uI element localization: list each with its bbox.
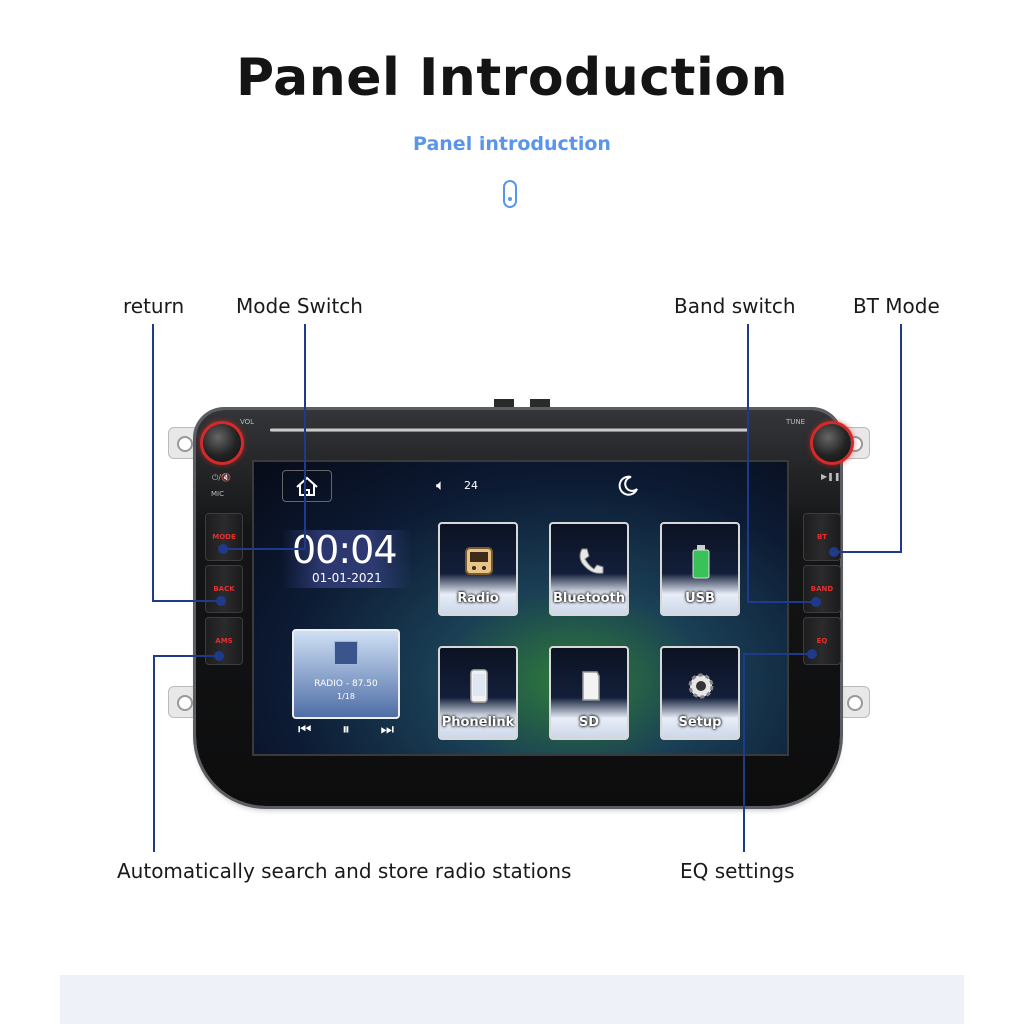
next-icon[interactable]: ⏭ (380, 720, 394, 738)
leader-dot-band (811, 597, 821, 607)
back-button[interactable]: BACK (205, 565, 243, 613)
app-label-phonelink: Phonelink (441, 715, 515, 730)
callout-bt-mode: BT Mode (853, 294, 940, 318)
app-tile-setup[interactable]: Setup (660, 646, 740, 740)
app-label-usb: USB (685, 591, 715, 606)
media-track: 1/18 (337, 692, 355, 701)
leader-line-mode-switch (223, 324, 306, 550)
app-tile-sd[interactable]: SD (549, 646, 629, 740)
media-title: RADIO - 87.50 (314, 679, 378, 689)
usb-battery-icon (692, 545, 710, 579)
sd-card-icon (582, 671, 600, 701)
home-button[interactable] (282, 470, 332, 502)
app-tile-radio[interactable]: Radio (438, 522, 518, 616)
media-controls: ⏮ ⏸ ⏭ (298, 720, 394, 738)
speaker-icon[interactable]: 🔈︎ (436, 476, 446, 494)
page-title: Panel Introduction (235, 48, 789, 108)
callout-mode-switch: Mode Switch (236, 294, 363, 318)
leader-line-bt-mode (834, 324, 902, 553)
leader-dot-back (216, 596, 226, 606)
bottom-background-strip (60, 975, 964, 1024)
mounting-ear-bottom-right (838, 686, 870, 718)
callout-auto-search: Automatically search and store radio sta… (117, 859, 572, 883)
leader-dot-ams (214, 651, 224, 661)
band-button[interactable]: BAND (803, 565, 841, 613)
tune-label: TUNE (786, 418, 806, 426)
leader-line-auto-search (153, 655, 219, 852)
moon-icon[interactable] (616, 474, 640, 498)
leader-line-return (152, 324, 221, 602)
touch-screen: 🔈︎ 24 00:04 01-01-2021 RADIO - 87.50 1/1… (252, 460, 789, 756)
mounting-ear-top-left (168, 427, 200, 459)
app-label-sd: SD (578, 715, 600, 730)
app-label-setup: Setup (678, 715, 722, 730)
clock-widget[interactable] (282, 530, 412, 588)
radio-art-icon (334, 641, 358, 665)
previous-icon[interactable]: ⏮ (298, 720, 312, 738)
pause-icon[interactable]: ⏸ (342, 720, 350, 738)
clock-time: 00:04 (292, 528, 398, 572)
leader-dot-bt (829, 547, 839, 557)
clock-date: 01-01-2021 (312, 571, 382, 585)
play-pause-icon: ▶❚❚ (821, 472, 841, 481)
volume-level: 24 (464, 479, 478, 492)
disc-slot (270, 428, 748, 432)
mouse-scroll-icon (503, 180, 517, 208)
leader-line-band-switch (747, 324, 816, 603)
app-tile-phonelink[interactable]: Phonelink (438, 646, 518, 740)
radio-icon (465, 547, 493, 575)
mount-clip-right (530, 399, 550, 411)
leader-line-eq-settings (743, 653, 812, 852)
media-widget[interactable]: RADIO - 87.50 1/18 (292, 629, 400, 719)
mount-clip-left (494, 399, 514, 411)
leader-dot-eq (807, 649, 817, 659)
mute-icon: ⏻/🔇 (212, 473, 231, 482)
volume-knob[interactable] (203, 424, 241, 462)
app-label-bluetooth: Bluetooth (553, 591, 625, 606)
phone-icon (579, 548, 604, 574)
mic-label: MIC (211, 490, 224, 498)
gear-icon (688, 673, 714, 699)
app-tile-usb[interactable]: USB (660, 522, 740, 616)
callout-band-switch: Band switch (674, 294, 796, 318)
app-tile-bluetooth[interactable]: Bluetooth (549, 522, 629, 616)
page-subtitle: Panel introduction (413, 133, 611, 155)
mounting-ear-bottom-left (168, 686, 200, 718)
callout-eq-settings: EQ settings (680, 859, 795, 883)
callout-return: return (123, 294, 185, 318)
smartphone-icon (470, 669, 488, 703)
vol-label: VOL (240, 418, 255, 426)
bt-button[interactable]: BT (803, 513, 841, 561)
tune-knob[interactable] (813, 424, 851, 462)
leader-dot-mode (218, 544, 228, 554)
app-label-radio: Radio (457, 591, 499, 606)
